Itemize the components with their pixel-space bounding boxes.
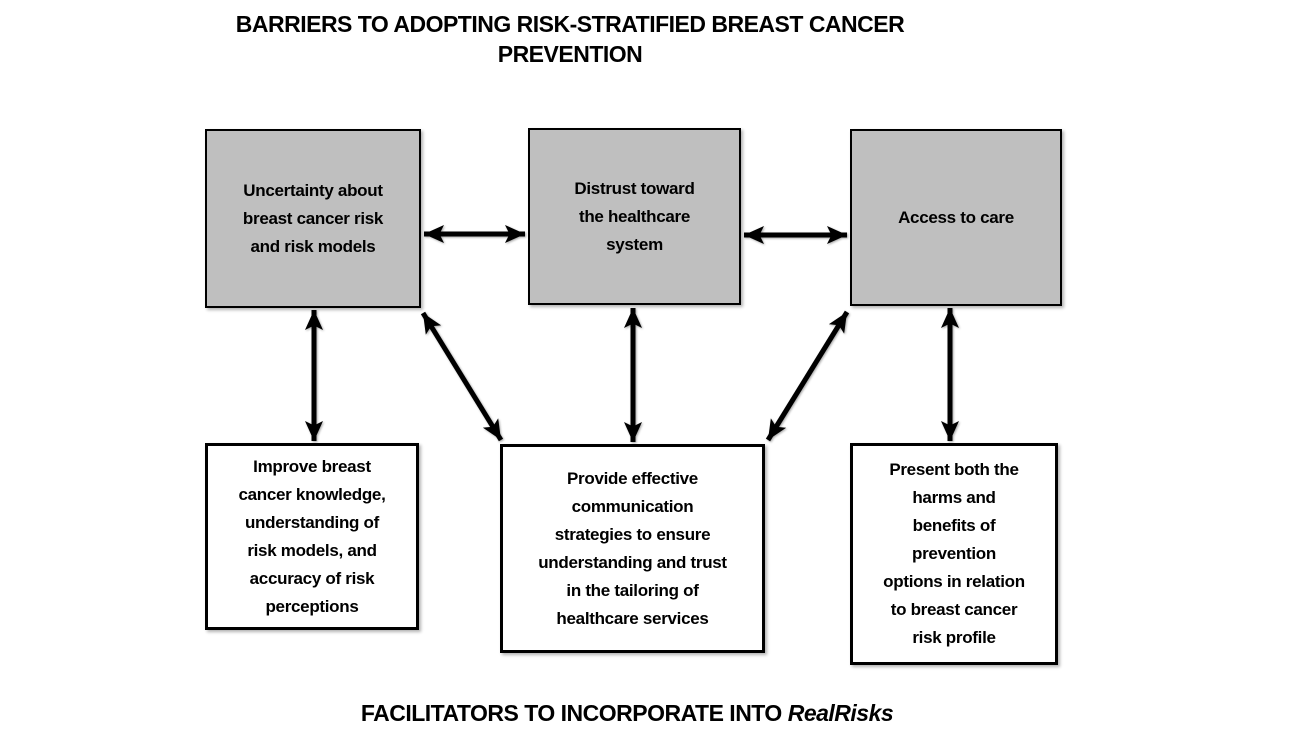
- caption-realrisks: RealRisks: [787, 700, 894, 726]
- arrow-barrier1-facilitator2: [420, 311, 504, 442]
- caption-prefix: FACILITATORS TO INCORPORATE INTO: [360, 700, 788, 726]
- barrier-box-distrust: Distrust toward the healthcare system: [528, 128, 741, 305]
- facilitator-box-harms-benefits: Present both the harms and benefits of p…: [850, 443, 1058, 665]
- barrier-box-uncertainty: Uncertainty about breast cancer risk and…: [205, 129, 421, 308]
- facilitator-box-communication-label: Provide effective communication strategi…: [538, 468, 727, 628]
- facilitator-box-harms-benefits-label: Present both the harms and benefits of p…: [883, 460, 1025, 647]
- facilitator-box-knowledge: Improve breast cancer knowledge, underst…: [205, 443, 419, 630]
- diagram-title: BARRIERS TO ADOPTING RISK-STRATIFIED BRE…: [235, 11, 905, 67]
- barrier-box-access-label: Access to care: [898, 207, 1014, 227]
- barrier-box-access: Access to care: [850, 129, 1062, 306]
- facilitator-box-communication: Provide effective communication strategi…: [500, 444, 765, 653]
- barrier-box-uncertainty-label: Uncertainty about breast cancer risk and…: [242, 180, 384, 256]
- barrier-box-distrust-label: Distrust toward the healthcare system: [574, 178, 695, 254]
- facilitator-box-knowledge-label: Improve breast cancer knowledge, underst…: [238, 456, 386, 616]
- arrow-barrier3-facilitator2: [765, 310, 850, 442]
- diagram-caption: FACILITATORS TO INCORPORATE INTO RealRis…: [0, 700, 1254, 727]
